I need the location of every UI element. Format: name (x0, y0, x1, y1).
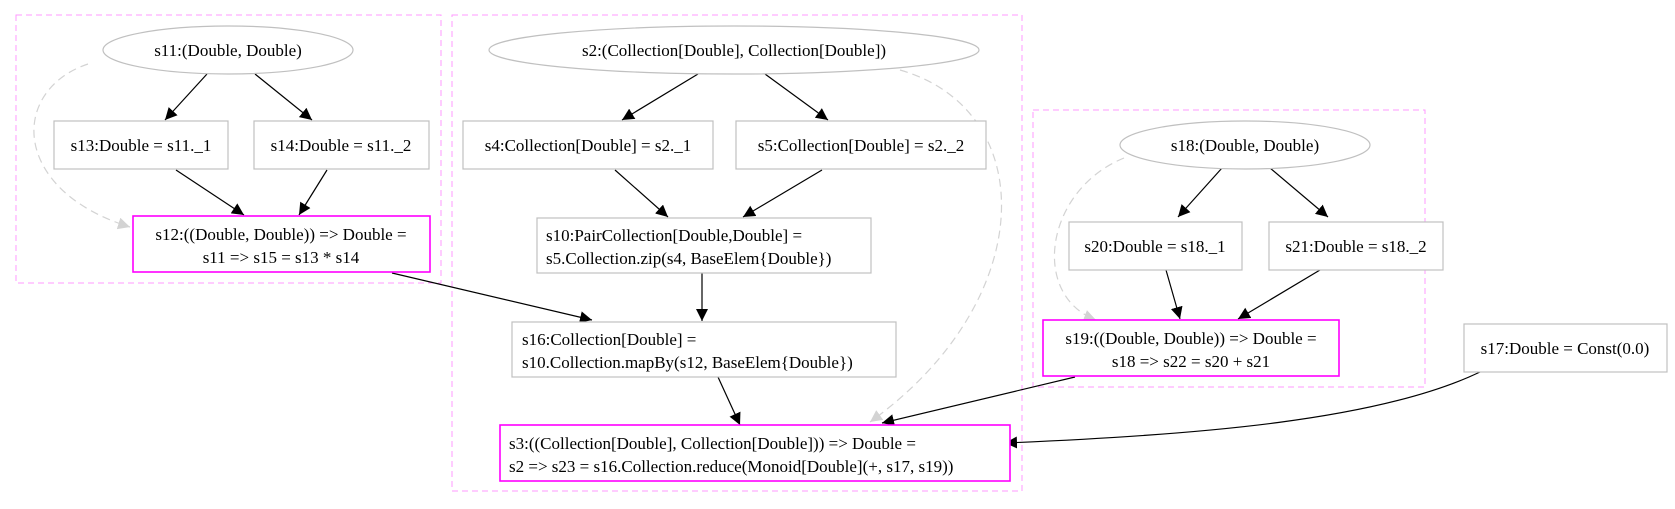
node-s14-label: s14:Double = s11._2 (271, 136, 412, 155)
node-s17-shape (1463, 323, 1668, 373)
node-s18-label: s18:(Double, Double) (1171, 136, 1319, 155)
node-s2: s2:(Collection[Double], Collection[Doubl… (488, 25, 980, 75)
node-s5-shape (735, 120, 987, 170)
node-s19-label-line1: s19:((Double, Double)) => Double = (1065, 329, 1316, 348)
node-s17: s17:Double = Const(0.0) (1463, 323, 1668, 373)
edge-s18-s21 (1269, 167, 1329, 218)
edge-s19-s3 (881, 376, 1076, 427)
node-s16: s16:Collection[Double] = s10.Collection.… (511, 321, 897, 378)
node-s10-label-line2: s5.Collection.zip(s4, BaseElem{Double}) (546, 249, 831, 268)
node-s5-label: s5:Collection[Double] = s2._2 (758, 136, 964, 155)
node-s13-label: s13:Double = s11._1 (71, 136, 212, 155)
node-s16-label-line2: s10.Collection.mapBy(s12, BaseElem{Doubl… (522, 353, 853, 372)
node-s14-shape (253, 120, 430, 170)
node-s2-label: s2:(Collection[Double], Collection[Doubl… (582, 41, 886, 60)
node-s12-label-line1: s12:((Double, Double)) => Double = (155, 225, 406, 244)
edge-s2-s4 (621, 73, 699, 121)
node-s18: s18:(Double, Double) (1119, 120, 1371, 170)
node-s21-label: s21:Double = s18._2 (1285, 237, 1426, 256)
node-s4-shape (462, 120, 714, 170)
node-s4: s4:Collection[Double] = s2._1 (462, 120, 714, 170)
edge-s17-s3 (1004, 371, 1481, 449)
node-s12-shape (132, 215, 431, 273)
edge-s11-s14 (254, 73, 313, 121)
node-s14: s14:Double = s11._2 (253, 120, 430, 170)
node-s17-label: s17:Double = Const(0.0) (1481, 339, 1650, 358)
node-s19: s19:((Double, Double)) => Double = s18 =… (1042, 319, 1340, 377)
node-s20-shape (1068, 221, 1243, 271)
edge-s18-s20 (1177, 167, 1223, 218)
node-s3-label-line2: s2 => s23 = s16.Collection.reduce(Monoid… (509, 457, 953, 476)
node-s12-label-line2: s11 => s15 = s13 * s14 (203, 248, 360, 267)
edge-s13-s12 (175, 169, 245, 216)
node-s5: s5:Collection[Double] = s2._2 (735, 120, 987, 170)
edge-s14-s12 (298, 169, 328, 216)
node-s13: s13:Double = s11._1 (53, 120, 229, 170)
node-s4-label: s4:Collection[Double] = s2._1 (485, 136, 691, 155)
node-s16-shape (511, 321, 897, 378)
node-s10: s10:PairCollection[Double,Double] = s5.C… (536, 217, 872, 274)
node-s12: s12:((Double, Double)) => Double = s11 =… (132, 215, 431, 273)
node-s16-label-line1: s16:Collection[Double] = (522, 330, 696, 349)
edge-s2-s5 (764, 73, 829, 121)
node-s10-label-line1: s10:PairCollection[Double,Double] = (546, 226, 802, 245)
node-s21-shape (1268, 221, 1444, 271)
node-s2-shape (488, 25, 980, 75)
edge-s5-s10 (742, 169, 823, 218)
edge-s20-s19 (1165, 269, 1183, 320)
node-s20-label: s20:Double = s18._1 (1084, 237, 1225, 256)
node-s3-shape (499, 424, 1011, 482)
node-s3-label-line1: s3:((Collection[Double], Collection[Doub… (509, 434, 916, 453)
node-s20: s20:Double = s18._1 (1068, 221, 1243, 271)
cluster-s3-lambda (451, 14, 1023, 492)
node-s18-shape (1119, 120, 1371, 170)
node-s19-label-line2: s18 => s22 = s20 + s21 (1112, 352, 1270, 371)
node-s13-shape (53, 120, 229, 170)
nodes: s11:(Double, Double) s13:Double = s11._1… (53, 25, 1668, 482)
node-s11: s11:(Double, Double) (102, 25, 354, 75)
edge-s11-s13 (164, 73, 208, 121)
edge-s16-s3 (717, 376, 741, 426)
edge-s4-s10 (614, 169, 669, 218)
edge-s18-s19-dependency (1053, 157, 1125, 322)
node-s10-shape (536, 217, 872, 274)
node-s19-shape (1042, 319, 1340, 377)
edge-s21-s19 (1237, 269, 1321, 320)
edges (33, 63, 1481, 449)
node-s11-shape (102, 25, 354, 75)
node-s3: s3:((Collection[Double], Collection[Doub… (499, 424, 1011, 482)
node-s21: s21:Double = s18._2 (1268, 221, 1444, 271)
edge-s12-s16 (391, 272, 593, 324)
node-s11-label: s11:(Double, Double) (154, 41, 302, 60)
edge-s11-s12-dependency (33, 63, 131, 230)
edge-s2-s3-dependency (869, 69, 1002, 423)
cluster-s12-lambda (15, 14, 442, 284)
